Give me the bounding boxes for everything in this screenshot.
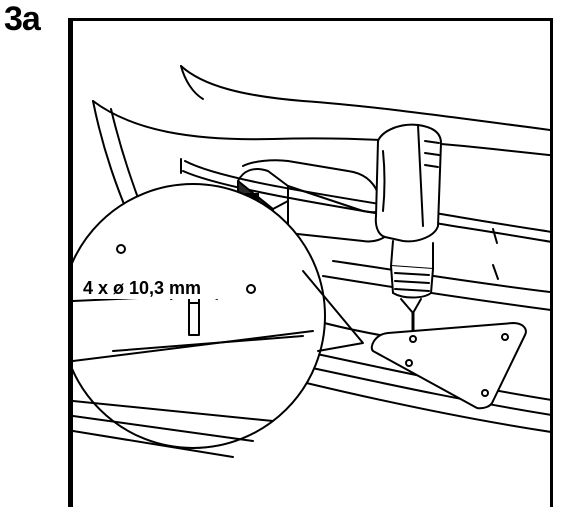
bumper-drilling-illustration: 4 x ø 10,3 mm: [73, 65, 550, 458]
drill-icon: [374, 123, 442, 341]
hole-dimension-label: 4 x ø 10,3 mm: [83, 278, 201, 298]
mounting-plate-icon: [370, 322, 527, 410]
illustration-frame: 4 x ø 10,3 mm: [68, 18, 553, 507]
magnifier-callout-icon: 4 x ø 10,3 mm: [73, 183, 364, 458]
step-label: 3a: [4, 0, 41, 38]
